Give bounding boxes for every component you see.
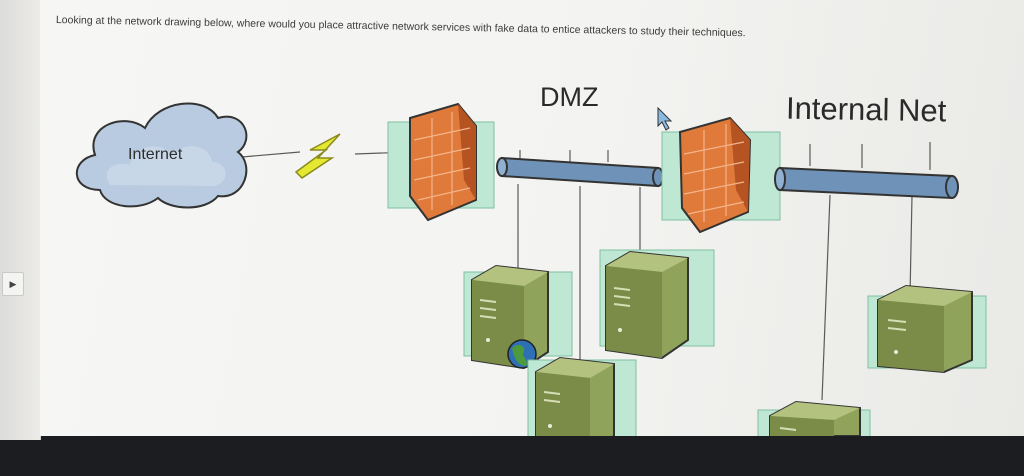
drop-line-internal-2 bbox=[909, 195, 913, 297]
internal-net-label: Internal Net bbox=[785, 90, 947, 129]
firewall-brick-icon bbox=[409, 102, 477, 222]
firewall-brick-icon bbox=[678, 116, 752, 234]
dmz-server-2 bbox=[599, 249, 715, 360]
dmz-web-server bbox=[463, 264, 573, 370]
dmz-backbone bbox=[496, 156, 664, 188]
internet-label: Internet bbox=[128, 146, 183, 163]
question-content: Looking at the network drawing below, wh… bbox=[40, 0, 1024, 436]
drop-line-internal-1 bbox=[821, 194, 831, 401]
lightning-bolt-icon bbox=[294, 133, 341, 179]
diagram-connections bbox=[229, 142, 931, 401]
dmz-label: DMZ bbox=[540, 82, 599, 112]
internal-server-2 bbox=[757, 400, 871, 436]
expand-arrow-button[interactable]: ▶ bbox=[2, 272, 24, 296]
outer-firewall bbox=[387, 102, 495, 222]
dmz-server-3 bbox=[527, 356, 637, 436]
inner-firewall bbox=[661, 116, 781, 234]
internal-server-1 bbox=[867, 284, 987, 374]
server-tower-icon bbox=[605, 250, 689, 360]
mouse-cursor-icon bbox=[657, 106, 673, 131]
left-bezel: ▶ bbox=[0, 0, 41, 440]
server-tower-icon bbox=[877, 284, 973, 374]
network-diagram bbox=[75, 102, 987, 436]
internal-backbone bbox=[774, 166, 959, 200]
server-tower-icon bbox=[535, 356, 615, 436]
server-tower-icon bbox=[769, 400, 861, 436]
internet-cloud-icon bbox=[75, 102, 248, 209]
